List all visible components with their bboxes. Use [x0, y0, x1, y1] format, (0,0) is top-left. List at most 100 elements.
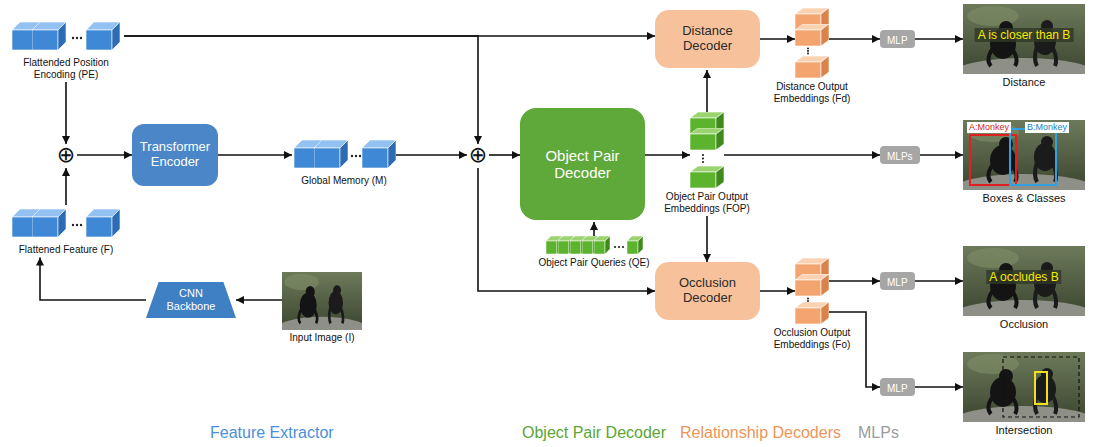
embedding-cube [795, 56, 829, 78]
image-caption: Intersection [996, 424, 1053, 437]
ellipsis-dot [72, 37, 74, 39]
ellipsis-dot [76, 224, 78, 226]
bounding-box [1010, 129, 1056, 185]
image-caption: Boxes & Classes [982, 192, 1065, 205]
token-cube [86, 209, 120, 237]
stack-label: Object Pair Queries (QE) [538, 257, 650, 269]
connector-arrow [65, 168, 67, 205]
stack-label: Flattened Feature (F) [8, 244, 124, 256]
connector-arrow [724, 154, 880, 156]
ellipsis-dot [80, 37, 82, 39]
connector-arrow [915, 386, 963, 388]
ellipsis-dot [359, 155, 361, 157]
process-box: Occlusion Decoder [655, 262, 760, 320]
mlp-box: MLPs [880, 146, 920, 164]
class-tag: B:Monkey [1025, 122, 1069, 133]
token-cube [32, 22, 66, 50]
group-label: Feature Extractor [210, 424, 334, 442]
connector-arrow [65, 82, 67, 144]
connector-arrow [915, 38, 963, 40]
mlp-label: MLPs [887, 151, 913, 162]
token-cube [314, 140, 348, 168]
trapezoid-box: CNN Backbone [146, 282, 236, 318]
stack-label: Distance Output Embeddings (Fd) [764, 81, 860, 104]
image-panel: Intersection [963, 352, 1085, 422]
token-stack: Global Memory (M) [292, 136, 396, 172]
connector-arrow [489, 154, 520, 156]
box-label: Object Pair Decoder [526, 147, 639, 182]
connector-arrow [760, 290, 795, 292]
ellipsis-dot [76, 37, 78, 39]
sum-node: ⊕ [55, 144, 77, 166]
token-stack: Object Pair Output Embeddings (FOP) [690, 112, 724, 188]
ellipsis-dot [80, 224, 82, 226]
query-cube [594, 236, 610, 254]
ellipsis-dot [807, 300, 809, 302]
token-stack: Distance Output Embeddings (Fd) [795, 8, 829, 78]
sum-node: ⊕ [467, 144, 489, 166]
embedding-cube [795, 24, 829, 46]
stack-label: Global Memory (M) [289, 175, 399, 187]
connector-arrow [40, 258, 146, 301]
union-box [1003, 357, 1079, 417]
image-panel: A is closer than BDistance [963, 4, 1085, 74]
ellipsis-dot [72, 224, 74, 226]
connector-arrow [124, 35, 655, 37]
connector-arrow [760, 38, 795, 40]
group-label: Object Pair Decoder [522, 424, 666, 442]
output-photo [952, 120, 1096, 206]
connector-arrow [593, 222, 595, 236]
token-stack: Object Pair Queries (QE) [544, 236, 644, 254]
embedding-cube [690, 128, 724, 150]
token-cube [86, 22, 120, 50]
overlay-text: A is closer than B [975, 28, 1074, 42]
token-stack: Flattended Position Encoding (PE) [8, 18, 124, 54]
input-photo [275, 272, 369, 343]
query-cube [627, 236, 643, 254]
mlp-box: MLP [880, 30, 915, 48]
box-label: Transformer Encoder [138, 140, 212, 170]
ellipsis-dot [351, 155, 353, 157]
embedding-cube [795, 274, 829, 296]
mlp-label: MLP [887, 383, 908, 394]
ellipsis-dot [702, 157, 704, 159]
token-stack: Occlusion Output Embeddings (Fo) [795, 258, 829, 324]
image-panel: A:MonkeyB:MonkeyBoxes & Classes [963, 120, 1085, 190]
token-cube [362, 140, 396, 168]
stack-label: Object Pair Output Embeddings (FOP) [655, 191, 759, 214]
image-caption: Distance [1003, 76, 1046, 89]
ellipsis-dot [807, 53, 809, 55]
token-cube [32, 209, 66, 237]
connector-arrow [829, 38, 880, 40]
token-stack: Flattened Feature (F) [8, 205, 124, 241]
ellipsis-dot [622, 246, 624, 248]
connector-arrow [236, 299, 282, 301]
process-box: Distance Decoder [655, 10, 760, 68]
ellipsis-dot [807, 50, 809, 52]
ellipsis-dot [807, 298, 809, 300]
trapezoid-shape [146, 282, 236, 318]
box-label: Distance Decoder [661, 24, 754, 54]
image-panel: A occludes BOcclusion [963, 246, 1085, 316]
class-tag: A:Monkey [967, 122, 1011, 133]
output-photo [952, 352, 1096, 438]
mlp-box: MLP [880, 378, 915, 396]
ellipsis-dot [355, 155, 357, 157]
connector-arrow [645, 154, 690, 156]
sum-symbol: ⊕ [467, 144, 489, 166]
connector-arrow [77, 154, 132, 156]
connector-arrow [706, 216, 708, 262]
connector-arrow [829, 280, 880, 282]
ellipsis-dot [807, 48, 809, 50]
image-panel: Input Image (I) [282, 272, 362, 330]
ellipsis-dot [702, 154, 704, 156]
embedding-cube [795, 302, 829, 324]
box-label: Occlusion Decoder [661, 276, 754, 306]
group-label: Relationship Decoders [680, 424, 841, 442]
process-box: Object Pair Decoder [520, 108, 645, 220]
box-label: CNN Backbone [160, 287, 222, 312]
mlp-label: MLP [887, 277, 908, 288]
sum-symbol: ⊕ [55, 144, 77, 166]
connector-arrow [396, 154, 467, 156]
